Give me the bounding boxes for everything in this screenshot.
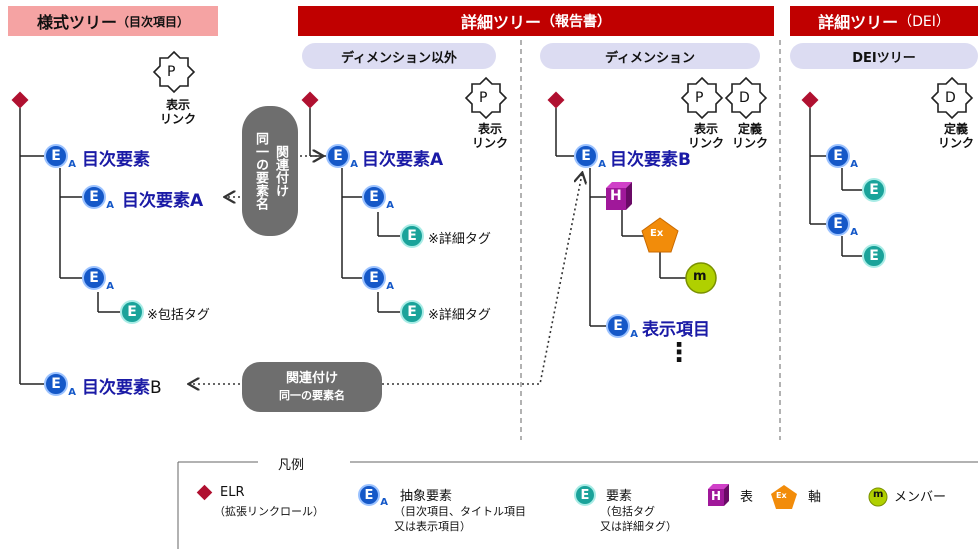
- table-icon: [606, 182, 632, 210]
- legend-member-label: メンバー: [894, 490, 947, 505]
- definition-link-label: 定義 リンク: [732, 122, 769, 150]
- member-icon: [685, 262, 717, 294]
- legend-abstract-sub: （目次項目、タイトル項目 又は表示項目）: [394, 505, 526, 533]
- legend-axis-icon: [771, 485, 797, 509]
- presentation-link-badge: [464, 76, 508, 120]
- element-icon: E: [862, 244, 886, 268]
- style-toc-element-b: 目次要素B: [82, 378, 162, 398]
- badge-p-letter: P: [479, 90, 488, 106]
- detail-toc-element-a: 目次要素A: [362, 150, 444, 170]
- element-icon: E: [862, 178, 886, 202]
- detail-tag-1: ※詳細タグ: [428, 232, 491, 247]
- legend-axis-label: 軸: [808, 490, 822, 505]
- axis-icon: [641, 217, 679, 253]
- detail-tag-2: ※詳細タグ: [428, 308, 491, 323]
- member-icon-letter: m: [693, 269, 707, 284]
- section-dimension: ディメンション: [540, 43, 760, 69]
- dimension-tree-lines: [555, 108, 686, 327]
- legend-title: 凡例: [274, 454, 309, 473]
- legend-element-label: 要素: [606, 489, 633, 504]
- elr-diamonds: [11, 91, 819, 501]
- section-non-dimension: ディメンション以外: [302, 43, 496, 69]
- display-item: 表示項目: [642, 320, 710, 340]
- association-vertical-box: 関連付け 同一の要素名: [242, 106, 298, 236]
- elr-diamond: [301, 91, 319, 109]
- association-arrow-b-right: [382, 174, 582, 385]
- style-toc-element-a: 目次要素A: [122, 191, 204, 211]
- link-badges: [152, 50, 974, 120]
- section-dei: DEIツリー: [790, 43, 978, 69]
- dei-tree-lines: [809, 108, 862, 257]
- style-tree-lines: [19, 108, 120, 385]
- dei-tree-header: 詳細ツリー（DEI）: [790, 6, 978, 36]
- detail-tree-header: 詳細ツリー（報告書）: [298, 6, 774, 36]
- style-toc-element: 目次要素: [82, 150, 150, 170]
- legend-table-icon: [708, 484, 729, 506]
- legend-elr-diamond: [196, 484, 213, 501]
- definition-link-badge: [930, 76, 974, 120]
- legend-element-icon: E: [574, 484, 596, 506]
- legend-frame: [177, 461, 978, 549]
- elr-diamond: [547, 91, 565, 109]
- badge-p-letter: P: [167, 64, 176, 80]
- element-icon: E: [400, 224, 424, 248]
- elr-diamond: [801, 91, 819, 109]
- element-icon: E: [120, 300, 144, 324]
- detail-toc-element-b: 目次要素B: [610, 150, 691, 170]
- legend-element-sub: （包括タグ 又は詳細タグ）: [600, 505, 677, 533]
- legend-table-label: 表: [740, 490, 754, 505]
- ellipsis-icon: ⋮: [666, 338, 692, 368]
- legend-axis-letter: Ex: [776, 491, 787, 500]
- legend-table-letter: H: [711, 489, 722, 503]
- presentation-link-label: 表示 リンク: [472, 122, 509, 150]
- presentation-link-label: 表示 リンク: [688, 122, 725, 150]
- table-icon-letter: H: [610, 188, 622, 204]
- legend-abstract-label: 抽象要素: [400, 489, 453, 504]
- axis-icon-letter: Ex: [650, 228, 664, 239]
- badge-d-letter: D: [739, 90, 750, 106]
- legend-elr-sub: （拡張リンクロール）: [214, 505, 324, 518]
- association-horizontal-box: 関連付け 同一の要素名: [242, 362, 382, 412]
- presentation-link-label: 表示 リンク: [160, 98, 197, 126]
- legend-elr-label: ELR: [220, 485, 245, 500]
- element-icon: E: [400, 300, 424, 324]
- elr-diamond: [11, 91, 29, 109]
- definition-link-badge: [724, 76, 768, 120]
- style-tree-header: 様式ツリー（目次項目）: [8, 6, 218, 36]
- badge-p-letter: P: [695, 90, 704, 106]
- legend-member-icon: [868, 487, 888, 507]
- presentation-link-badge: [680, 76, 724, 120]
- legend-member-letter: m: [873, 489, 884, 500]
- badge-d-letter: D: [945, 90, 956, 106]
- definition-link-label: 定義 リンク: [938, 122, 975, 150]
- style-inclusive-tag: ※包括タグ: [147, 308, 210, 323]
- presentation-link-badge: [152, 50, 196, 94]
